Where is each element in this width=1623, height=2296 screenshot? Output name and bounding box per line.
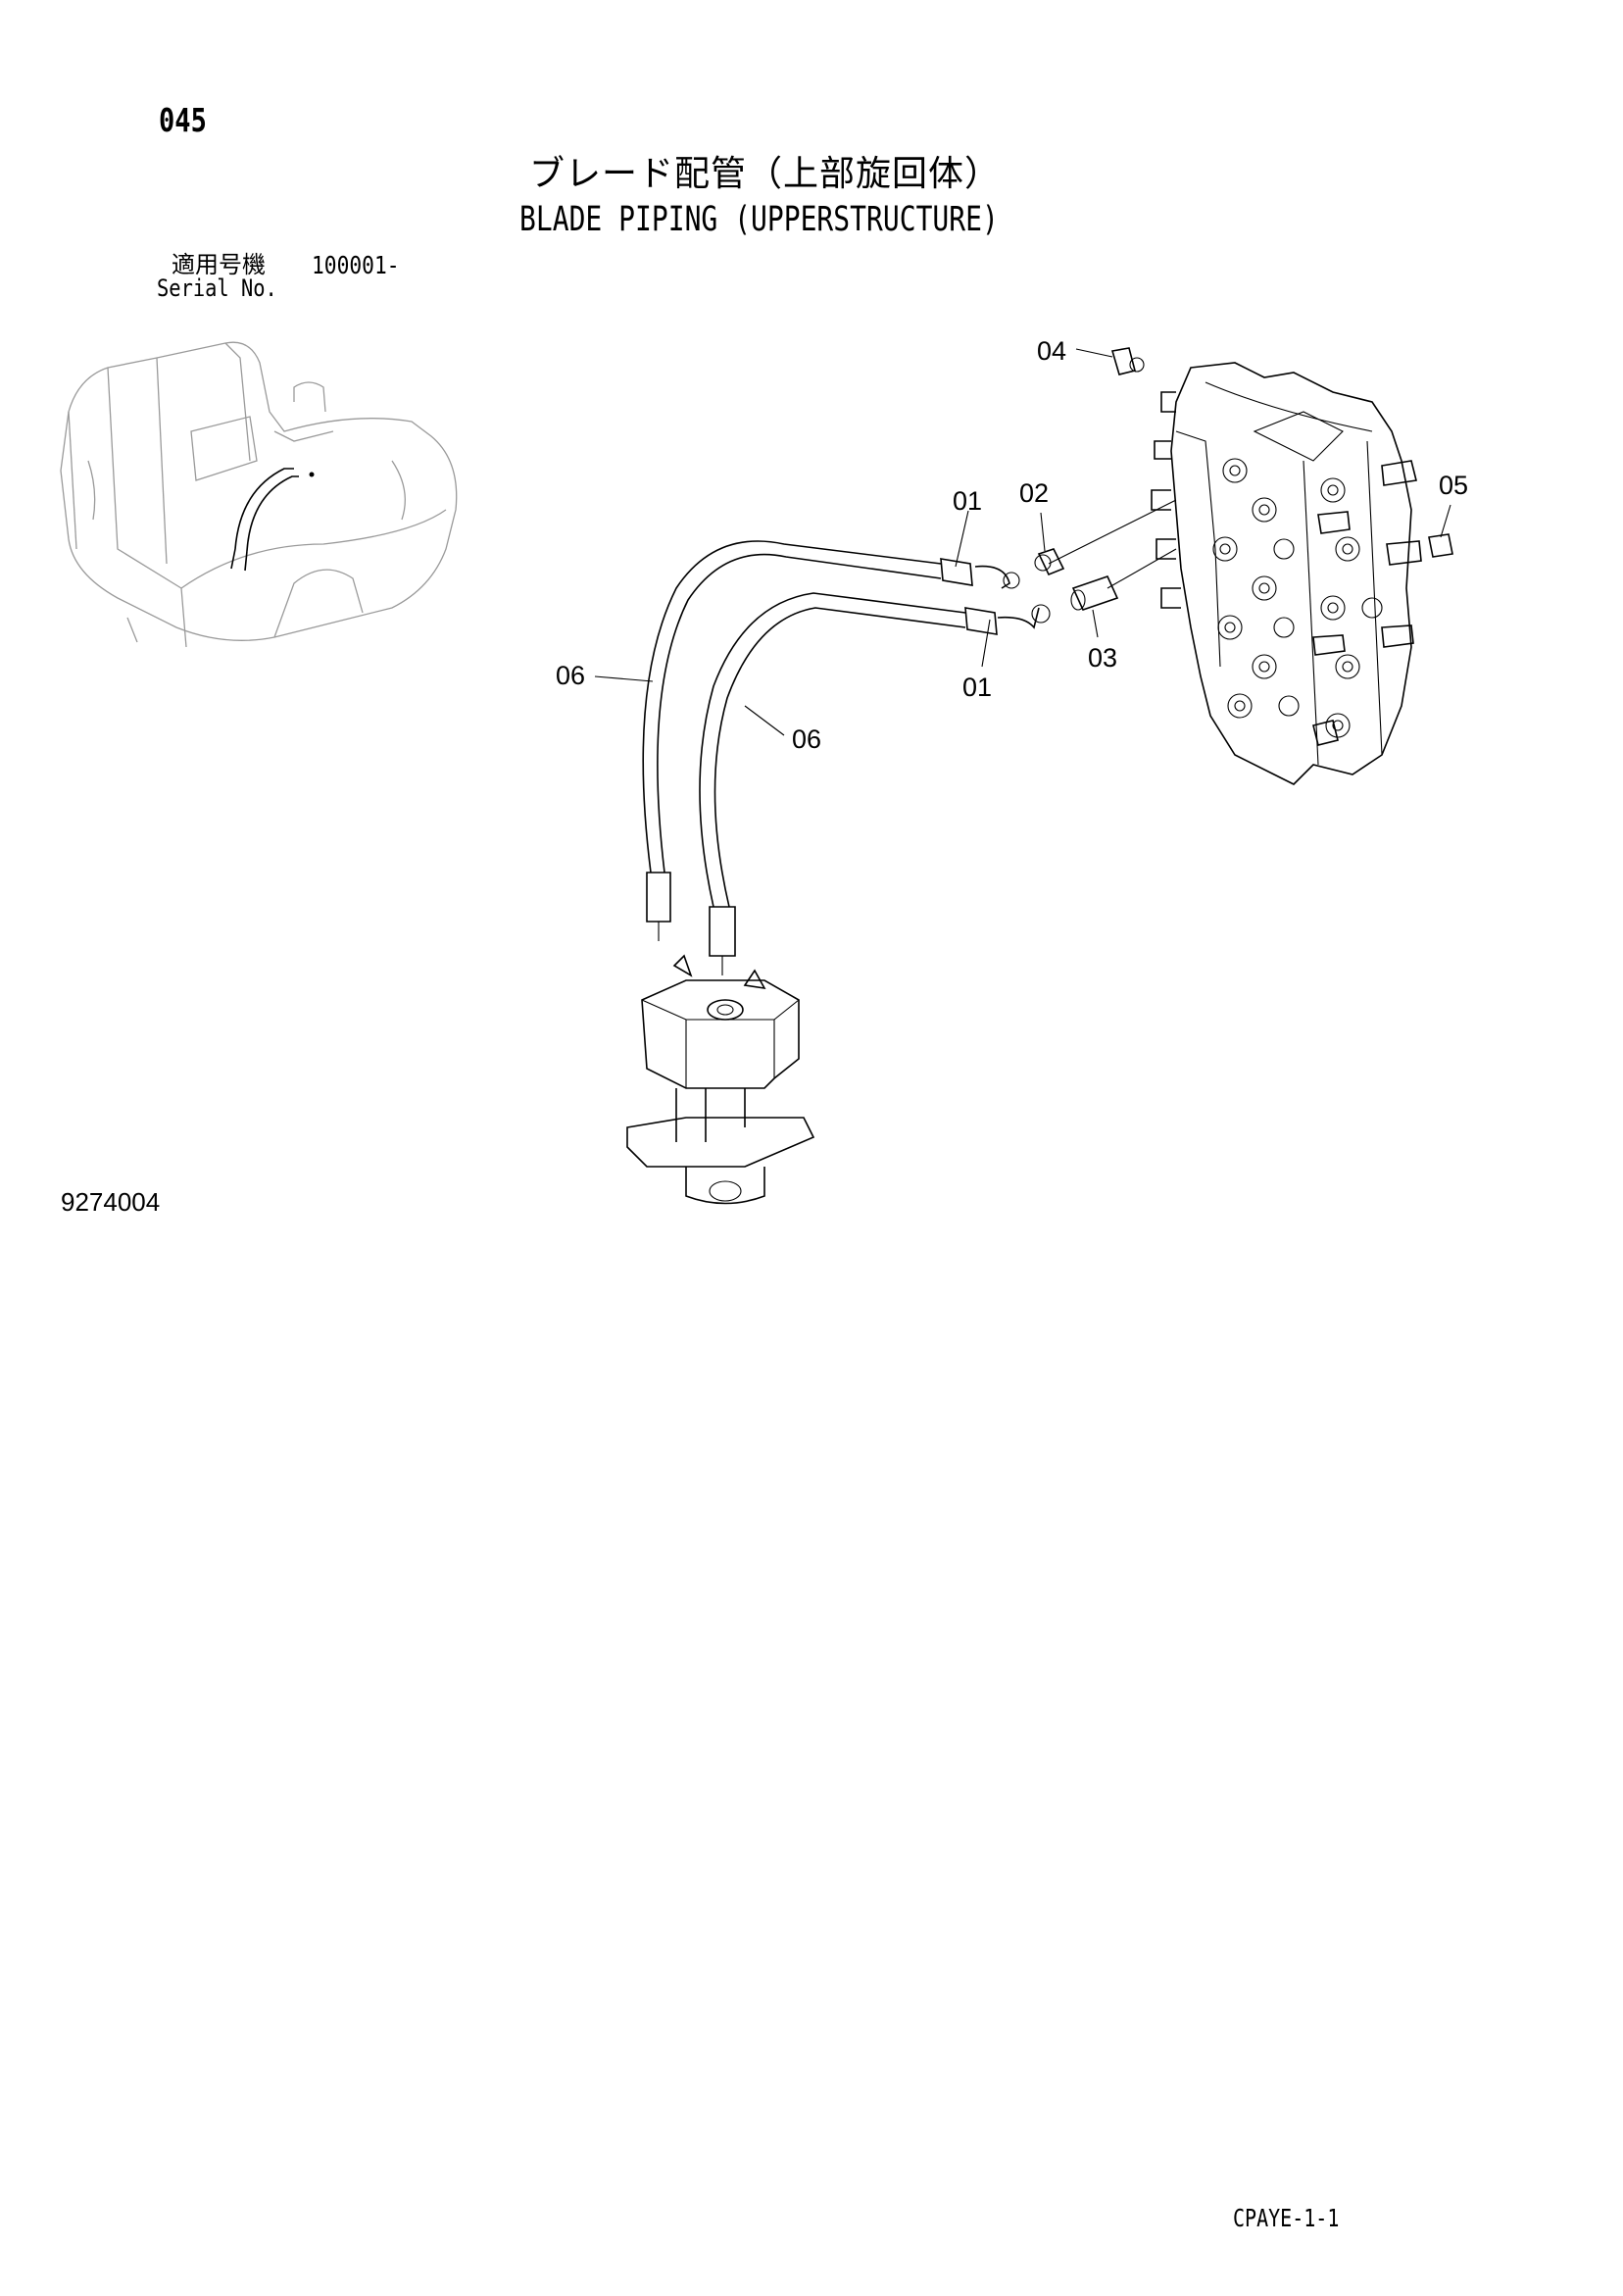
adapter-02 [1034, 548, 1065, 576]
machine-overview-illustration [60, 341, 458, 648]
callout-03: 03 [1088, 643, 1117, 673]
callout-06-right: 06 [792, 724, 821, 754]
callout-02: 02 [1019, 478, 1049, 508]
callout-01-upper: 01 [953, 486, 982, 516]
leader-lines [594, 348, 1451, 736]
elbow-04 [1110, 347, 1145, 375]
serial-number-value: 100001- [312, 251, 400, 279]
hose-right-06 [699, 592, 966, 975]
title-japanese: ブレード配管（上部旋回体） [529, 154, 1002, 194]
adapter-03 [1070, 575, 1119, 611]
serial-label-english: Serial No. [157, 275, 277, 302]
sheet-code: CPAYE-1-1 [1233, 2204, 1340, 2232]
callout-06-left: 06 [556, 661, 585, 690]
title-english: BLADE PIPING (UPPERSTRUCTURE) [519, 200, 999, 239]
hose-left-06 [642, 540, 942, 941]
drawing-number: 9274004 [61, 1187, 161, 1217]
control-valve-illustration [1151, 362, 1422, 785]
callout-04: 04 [1037, 336, 1066, 366]
plug-05 [1428, 533, 1453, 558]
callout-05: 05 [1439, 471, 1468, 500]
serial-label-japanese: 適用号機 [172, 251, 266, 278]
fitting-01-upper [940, 558, 1020, 589]
swivel-joint-illustration [626, 954, 815, 1205]
fitting-01-lower [964, 604, 1051, 635]
page-number: 045 [159, 101, 207, 139]
callout-01-lower: 01 [962, 673, 992, 702]
